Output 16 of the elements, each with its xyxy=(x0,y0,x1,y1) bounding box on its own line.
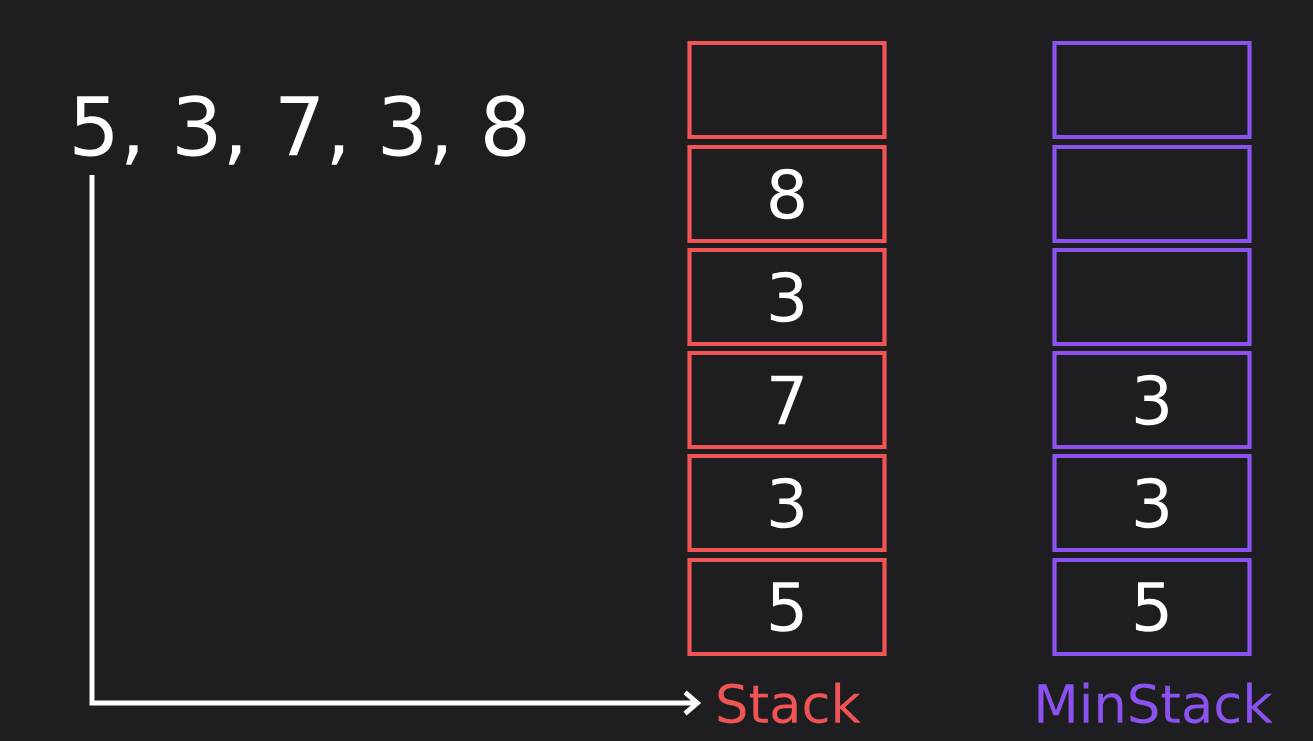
number-sequence: 5, 3, 7, 3, 8 xyxy=(74,95,526,165)
stack-cell xyxy=(687,40,887,140)
stack-cell: 7 xyxy=(687,350,887,450)
stack-cell: 5 xyxy=(1052,557,1252,657)
stack-cell: 8 xyxy=(687,144,887,244)
stack-cell: 3 xyxy=(687,247,887,347)
stack-cell xyxy=(1052,40,1252,140)
stack-cell xyxy=(1052,247,1252,347)
stack-label: MinStack xyxy=(1038,682,1273,724)
stack-cell: 3 xyxy=(687,453,887,553)
arrow xyxy=(89,175,702,716)
stack-cell: 3 xyxy=(1052,350,1252,450)
stack-cell: 3 xyxy=(1052,453,1252,553)
stack-label: Stack xyxy=(718,682,861,724)
stack-cell xyxy=(1052,144,1252,244)
stack-cell: 5 xyxy=(687,557,887,657)
